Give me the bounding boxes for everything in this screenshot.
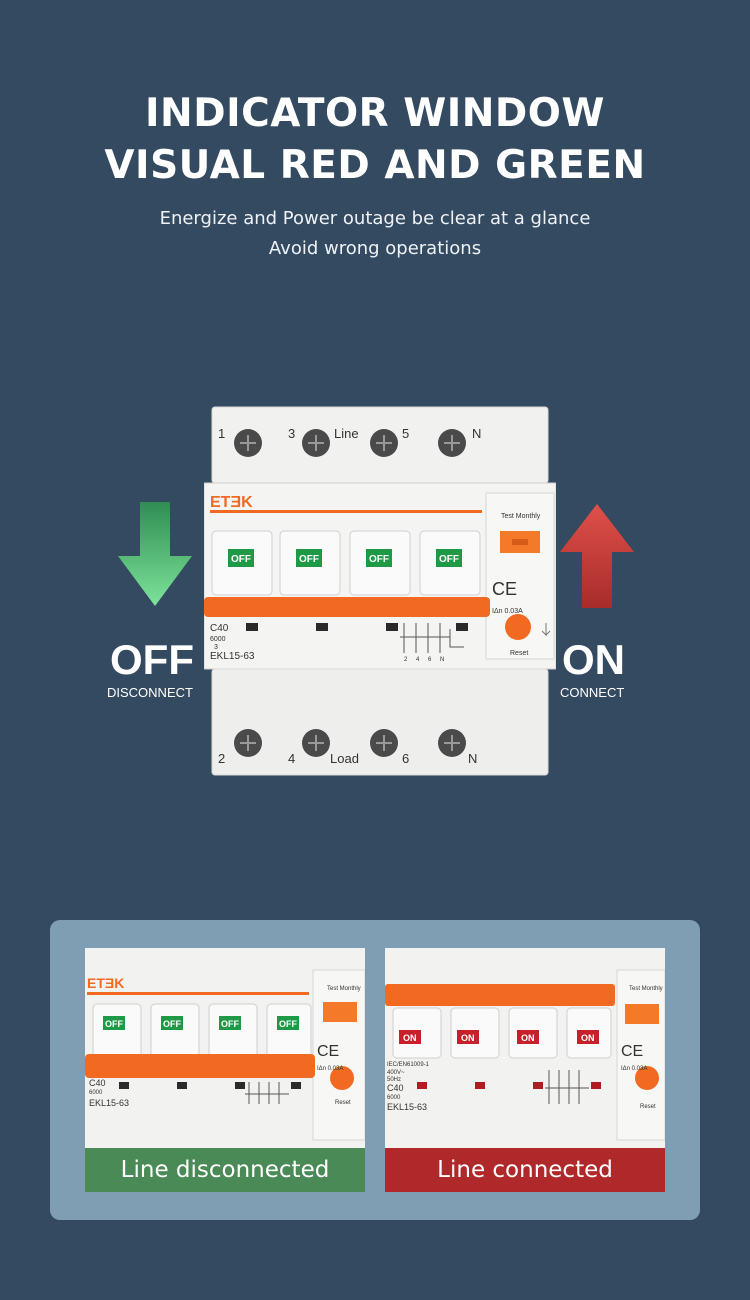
thumb-off-brand: ETƎK [87,975,124,991]
title-line-2: VISUAL RED AND GREEN [104,143,646,188]
terminal-top-3: 3 [288,426,295,441]
on-state-title: ON [562,636,625,683]
handle-3-off-label: OFF [369,554,389,565]
breaker-off-closeup: ETƎK Test Monthly CE IΔn 0.03A Reset C40… [85,948,365,1148]
thumb-off-reset: Reset [335,1100,351,1106]
ce-mark: CE [492,579,517,599]
page-subtitle: Energize and Power outage be clear at a … [0,204,750,264]
thumb-on-standard: IEC/EN61009-1 [387,1062,430,1068]
class-mark: 3 [214,644,218,651]
thumb-off-sensitivity: IΔn 0.03A [317,1066,343,1072]
rating-label: C40 [210,623,229,634]
caption-line-connected: Line connected [385,1148,665,1192]
thumb-connected: Test Monthly CE IΔn 0.03A Reset IEC/EN61… [385,948,665,1192]
thumb-off-model: EKL15-63 [89,1098,129,1108]
thumb-off-rating: C40 [89,1078,106,1088]
circuit-mark-4: 4 [416,657,420,663]
caption-line-disconnected: Line disconnected [85,1148,365,1192]
terminal-bottom-2: 2 [218,751,225,766]
thumb-on-rating: C40 [387,1083,404,1093]
reset-label: Reset [510,650,528,657]
circuit-mark-2: 2 [404,657,408,663]
brand-logo: ETƎK [210,494,253,511]
breaker-illustration: 1 3 Line 5 N 2 4 Load 6 N ETƎK Test Mont… [204,406,556,776]
thumb-off-handle-3: OFF [221,1019,239,1029]
sensitivity-label: IΔn 0.03A [492,608,523,615]
terminal-bottom-6: 6 [402,751,409,766]
thumb-on-ce-mark: CE [621,1043,643,1060]
thumb-off-handle-4: OFF [279,1019,297,1029]
thumb-on-frequency: 50Hz [387,1077,401,1083]
thumb-disconnected: ETƎK Test Monthly CE IΔn 0.03A Reset C40… [85,948,365,1192]
terminal-top-5: 5 [402,426,409,441]
thumb-on-breaking: 6000 [387,1095,401,1101]
thumb-on-reset: Reset [640,1104,656,1110]
thumb-on-handle-3: ON [521,1033,535,1043]
thumb-off-breaking: 6000 [89,1090,103,1096]
circuit-mark-n: N [440,657,444,663]
thumb-off-ce-mark: CE [317,1043,339,1060]
thumb-on-handle-4: ON [581,1033,595,1043]
terminal-bottom-4: 4 [288,751,295,766]
breaker-on-closeup: Test Monthly CE IΔn 0.03A Reset IEC/EN61… [385,948,665,1148]
thumb-on-sensitivity: IΔn 0.03A [621,1066,647,1072]
thumb-on-model: EKL15-63 [387,1102,427,1112]
line-label: Line [334,426,359,441]
subtitle-line-1: Energize and Power outage be clear at a … [159,208,591,229]
thumb-on-handle-2: ON [461,1033,475,1043]
breaker-image: 1 3 Line 5 N 2 4 Load 6 N ETƎK Test Mont… [204,405,556,777]
handle-4-off-label: OFF [439,554,459,565]
breaking-capacity: 6000 [210,636,226,643]
thumb-on-handle-1: ON [403,1033,417,1043]
thumb-on-voltage: 400V~ [387,1070,405,1076]
title-line-1: INDICATOR WINDOW [145,91,605,136]
load-label: Load [330,751,359,766]
terminal-top-1: 1 [218,426,225,441]
arrow-up-icon [560,504,634,608]
thumb-off-handle-2: OFF [163,1019,181,1029]
test-monthly-label: Test Monthly [501,513,541,520]
handle-1-off-label: OFF [231,554,251,565]
page-title: INDICATOR WINDOW VISUAL RED AND GREEN [0,88,750,192]
subtitle-line-2: Avoid wrong operations [268,238,482,259]
thumb-off-handle-1: OFF [105,1019,123,1029]
model-label: EKL15-63 [210,651,255,662]
terminal-top-n: N [472,426,481,441]
off-state-title: OFF [110,636,194,683]
circuit-mark-6: 6 [428,657,432,663]
thumb-off-test-label: Test Monthly [327,986,361,992]
arrow-down-icon [118,502,192,606]
thumb-on-test-label: Test Monthly [629,986,663,992]
comparison-panel: ETƎK Test Monthly CE IΔn 0.03A Reset C40… [50,920,700,1220]
handle-2-off-label: OFF [299,554,319,565]
terminal-bottom-n: N [468,751,477,766]
on-state-subtitle: CONNECT [560,685,625,700]
off-state-subtitle: DISCONNECT [107,685,193,700]
